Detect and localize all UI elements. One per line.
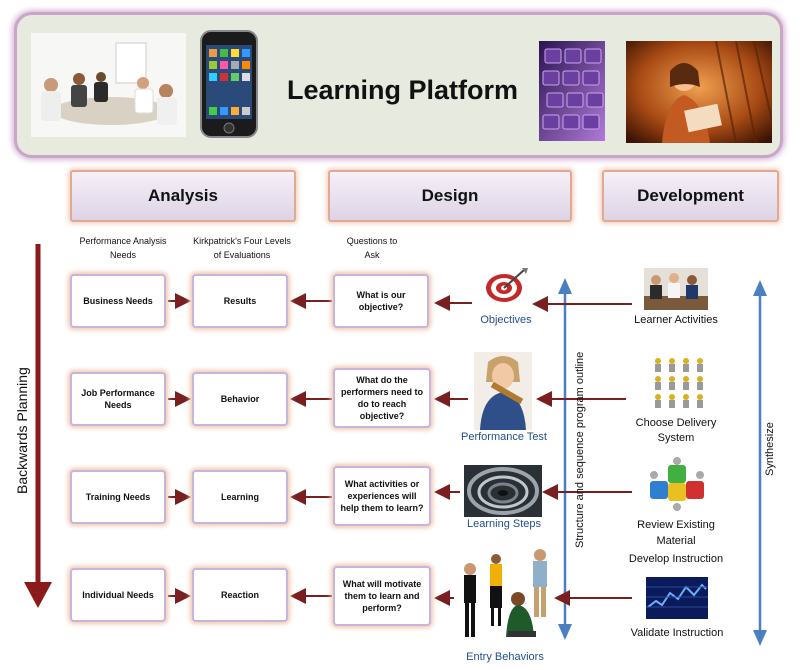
question-box-motivate: What will motivate them to learn and per… xyxy=(333,566,431,626)
smartphone-image xyxy=(199,29,259,139)
question-box-activities: What activities or experiences will help… xyxy=(333,466,431,526)
phase-development: Development xyxy=(602,170,779,222)
business-meeting-icon xyxy=(644,268,708,310)
dev-label-review-material: Review Existing Material xyxy=(637,519,715,547)
target-icon xyxy=(484,266,530,306)
phase-analysis: Analysis xyxy=(70,170,296,222)
dev-label-validate-instruction: Validate Instruction xyxy=(630,627,724,639)
output-label-performance-test: Performance Test xyxy=(460,431,547,443)
question-box-objective: What is our objective? xyxy=(333,274,429,328)
column-header-kirkpatrick: Kirkpatrick's Four Levels of Evaluations xyxy=(193,236,291,260)
page-title: Learning Platform xyxy=(287,75,519,105)
output-label-entry-behaviors: Entry Behaviors xyxy=(466,651,544,663)
column-header-analysis: Performance Analysis Needs xyxy=(79,236,167,260)
header-banner: Learning Platform xyxy=(14,12,783,158)
need-box-training: Training Needs xyxy=(70,470,166,524)
level-box-results: Results xyxy=(192,274,288,328)
chart-screen-icon xyxy=(646,577,708,619)
woman-reading-photo xyxy=(626,40,773,144)
people-figures-icon xyxy=(650,355,706,409)
phase-design: Design xyxy=(328,170,572,222)
structure-sequence-label: Structure and sequence program outline xyxy=(574,351,586,548)
person-with-tool-icon xyxy=(474,352,532,430)
level-box-reaction: Reaction xyxy=(192,568,288,622)
level-box-behavior: Behavior xyxy=(192,372,288,426)
keyboard-photo xyxy=(539,41,605,141)
spiral-staircase-icon xyxy=(464,465,542,517)
need-box-business: Business Needs xyxy=(70,274,166,328)
meeting-photo xyxy=(31,33,186,137)
level-box-learning: Learning xyxy=(192,470,288,524)
puzzle-people-icon xyxy=(644,455,710,513)
need-box-job-performance: Job Performance Needs xyxy=(70,372,166,426)
synthesize-label: Synthesize xyxy=(764,422,776,476)
dev-label-develop-instruction: Develop Instruction xyxy=(628,553,724,565)
dev-label-choose-delivery: Choose Delivery System xyxy=(635,417,717,444)
backwards-planning-label: Backwards Planning xyxy=(14,367,30,494)
output-label-objectives: Objectives xyxy=(480,314,532,326)
column-header-questions: Questions to Ask xyxy=(346,236,398,260)
need-box-individual: Individual Needs xyxy=(70,568,166,622)
dev-label-learner-activities: Learner Activities xyxy=(634,314,718,326)
output-label-learning-steps: Learning Steps xyxy=(467,518,541,530)
people-group-icon xyxy=(456,547,556,645)
question-box-performers: What do the performers need to do to rea… xyxy=(333,368,431,428)
